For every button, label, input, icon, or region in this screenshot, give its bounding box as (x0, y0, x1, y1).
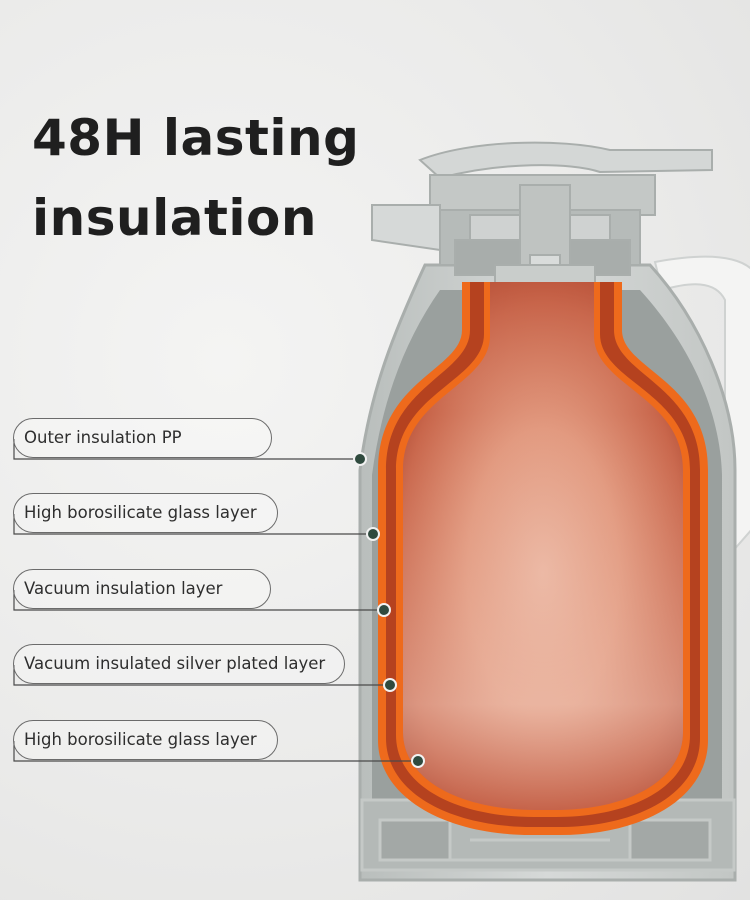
label-vacuum-insulated-silver-plated-layer: Vacuum insulated silver plated layer (13, 644, 345, 684)
liquid-shading (403, 282, 683, 810)
headline: 48H lasting insulation (32, 98, 359, 258)
leader-dot-2 (366, 527, 380, 541)
label-high-borosilicate-glass-layer-1: High borosilicate glass layer (13, 493, 278, 533)
headline-line-2: insulation (32, 189, 317, 247)
label-vacuum-insulation-layer: Vacuum insulation layer (13, 569, 271, 609)
leader-dot-1 (353, 452, 367, 466)
leader-dot-4 (383, 678, 397, 692)
leader-dot-5 (411, 754, 425, 768)
leader-dot-3 (377, 603, 391, 617)
label-high-borosilicate-glass-layer-2: High borosilicate glass layer (13, 720, 278, 760)
label-outer-insulation-pp: Outer insulation PP (13, 418, 272, 458)
leader-dots (353, 452, 425, 768)
headline-line-1: 48H lasting (32, 109, 360, 167)
lid (371, 141, 713, 288)
